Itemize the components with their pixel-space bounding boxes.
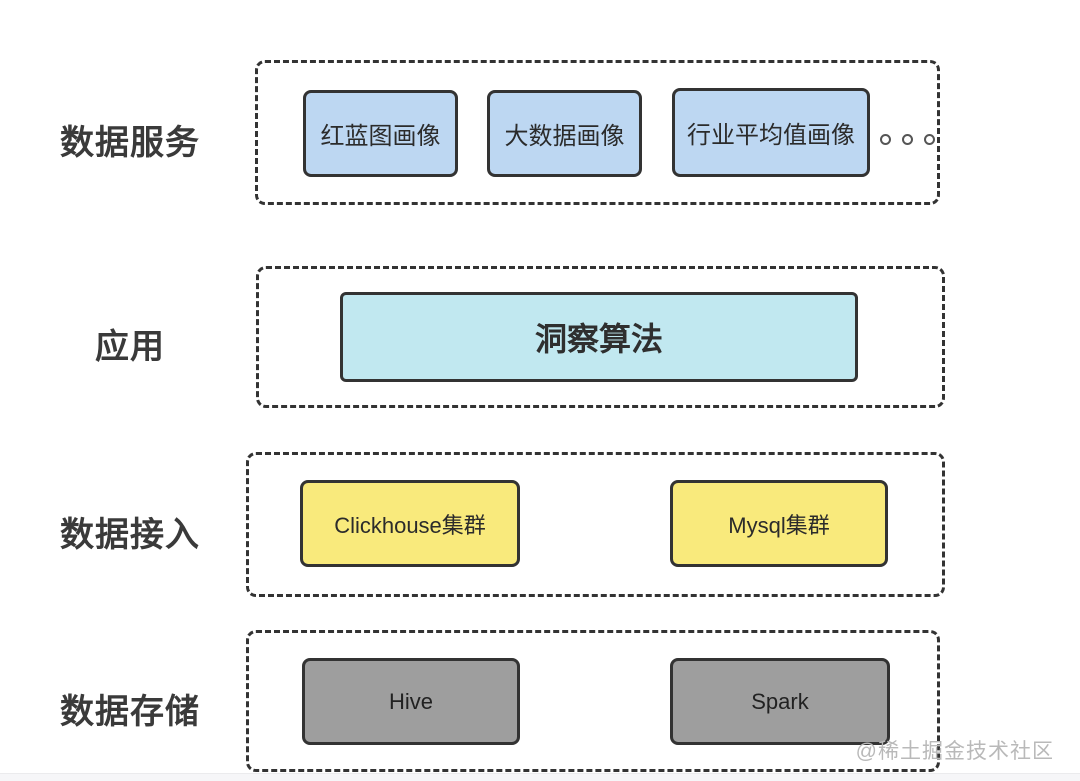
layer-label-data-storage: 数据存储 — [60, 693, 200, 731]
watermark: @稀土掘金技术社区 — [855, 740, 1054, 763]
node-red-blue-map-portrait: 红蓝图画像 — [303, 90, 458, 177]
layer-label-data-service: 数据服务 — [60, 124, 200, 162]
group-data-service — [255, 60, 940, 205]
bottom-edge-strip — [0, 773, 1080, 781]
more-dots-icon — [880, 134, 935, 145]
node-industry-average-portrait: 行业平均值画像 — [672, 88, 870, 177]
dot-icon — [924, 134, 935, 145]
node-big-data-portrait: 大数据画像 — [487, 90, 642, 177]
layer-label-data-access: 数据接入 — [60, 516, 200, 554]
node-insight-algorithm: 洞察算法 — [340, 292, 858, 382]
dot-icon — [880, 134, 891, 145]
dot-icon — [902, 134, 913, 145]
node-mysql-cluster: Mysql集群 — [670, 480, 888, 567]
node-clickhouse-cluster: Clickhouse集群 — [300, 480, 520, 567]
node-spark: Spark — [670, 658, 890, 745]
node-hive: Hive — [302, 658, 520, 745]
layer-label-application: 应用 — [95, 328, 165, 366]
group-data-storage — [246, 630, 940, 772]
group-application — [256, 266, 945, 408]
group-data-access — [246, 452, 945, 597]
